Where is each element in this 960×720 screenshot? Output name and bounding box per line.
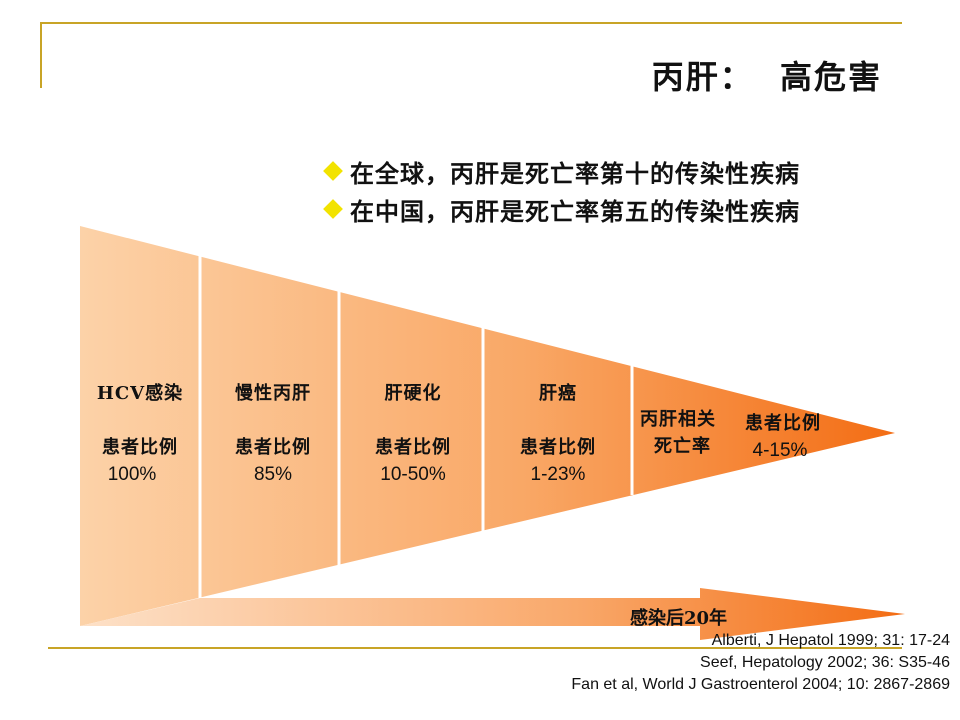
segment-label: HCV感染: [96, 383, 184, 404]
segment-label: 慢性丙肝: [235, 383, 311, 404]
references: Alberti, J Hepatol 1999; 31: 17-24 Seef,…: [571, 630, 950, 696]
segment-ratio-label: 患者比例: [520, 437, 596, 458]
funnel-shape: [80, 226, 895, 626]
segment-mortality-ratio: 患者比例 4-15%: [733, 410, 833, 464]
frame-top-line: [40, 22, 902, 24]
segment-value: 100%: [107, 464, 157, 485]
segment-cirrhosis: 肝硬化 患者比例 10-50%: [358, 380, 468, 488]
segment-label: 肝癌: [539, 383, 577, 404]
segment-ratio-label: 患者比例: [102, 437, 178, 458]
reference-item: Seef, Hepatology 2002; 36: S35-46: [700, 654, 950, 671]
reference-item: Fan et al, World J Gastroenterol 2004; 1…: [571, 676, 950, 693]
slide-title: 丙肝： 高危害: [651, 58, 882, 96]
frame-bottom-line: [48, 647, 902, 649]
segment-label: 肝硬化: [384, 383, 442, 404]
segment-value: 4-15%: [752, 440, 808, 461]
reference-item: Alberti, J Hepatol 1999; 31: 17-24: [711, 632, 950, 649]
segment-value: 10-50%: [380, 464, 446, 485]
frame-left-line: [40, 22, 42, 88]
segment-liver-cancer: 肝癌 患者比例 1-23%: [503, 380, 613, 488]
bullet-list: 在全球，丙肝是死亡率第十的传染性疾病 在中国，丙肝是死亡率第五的传染性疾病: [320, 152, 800, 228]
bullet-text: 在中国，丙肝是死亡率第五的传染性疾病: [350, 196, 800, 226]
segment-ratio-label: 患者比例: [745, 413, 821, 434]
timeline-arrow: [80, 588, 905, 640]
segment-label: 死亡率: [654, 436, 711, 457]
segment-value: 1-23%: [530, 464, 586, 485]
bullet-text: 在全球，丙肝是死亡率第十的传染性疾病: [350, 158, 800, 188]
segment-label: 丙肝相关: [640, 409, 716, 430]
segment-ratio-label: 患者比例: [375, 437, 451, 458]
bullet-item: 在中国，丙肝是死亡率第五的传染性疾病: [320, 190, 800, 228]
segment-value: 85%: [253, 464, 293, 485]
bullet-item: 在全球，丙肝是死亡率第十的传染性疾病: [320, 152, 800, 190]
segment-hcv-infection: HCV感染 患者比例 100%: [85, 380, 195, 488]
timeline-label: 感染后20年: [630, 608, 728, 629]
segment-chronic-hepc: 慢性丙肝 患者比例 85%: [218, 380, 328, 488]
segment-ratio-label: 患者比例: [235, 437, 311, 458]
segment-mortality: 丙肝相关 死亡率: [640, 406, 730, 460]
